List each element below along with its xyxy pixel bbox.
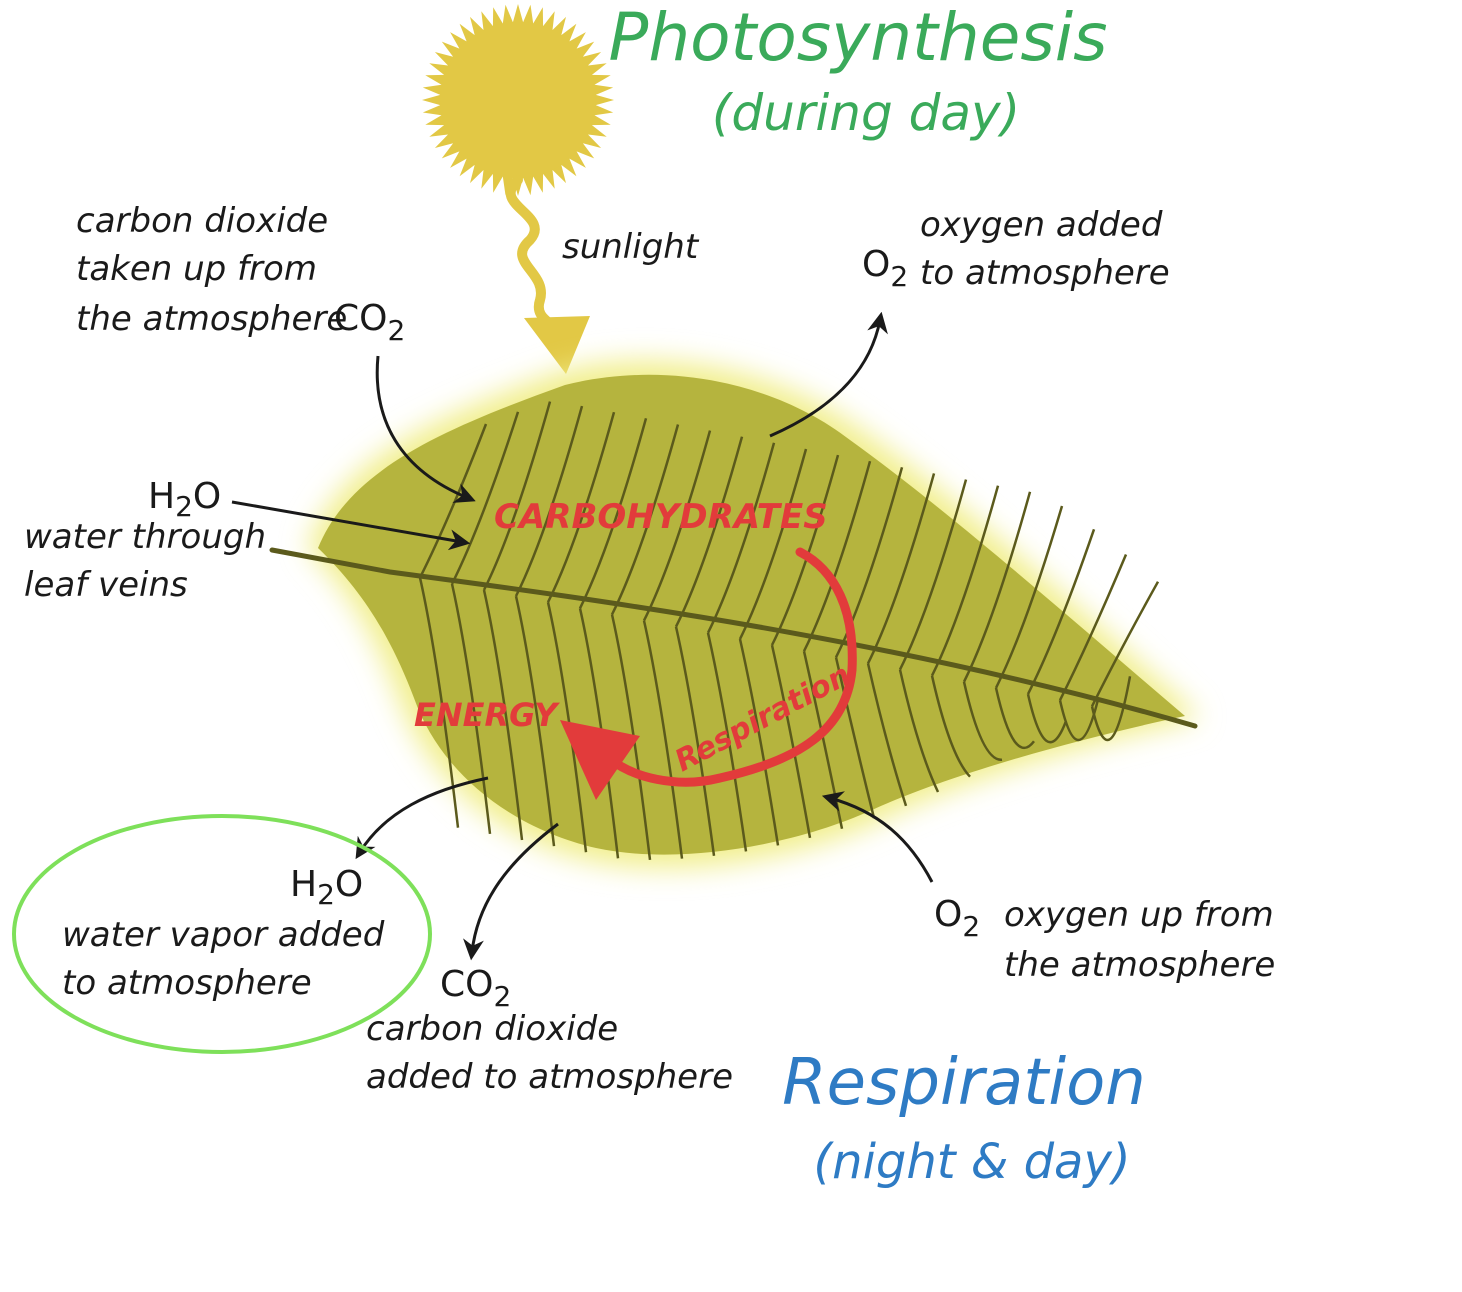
respiration-arrow [560, 547, 857, 800]
h2o-in-arrow [231, 500, 471, 551]
leaf-vein [962, 491, 1032, 683]
leaf-vein [1090, 581, 1160, 707]
co2-out-line1: carbon dioxide [366, 1009, 618, 1049]
leaf-vein [514, 595, 556, 847]
leaf-vein [482, 401, 552, 591]
o2-out-line2: to atmosphere [920, 253, 1170, 293]
o2-in-line2: the atmosphere [1004, 945, 1275, 985]
sunlight-label: sunlight [562, 227, 700, 267]
energy-label: ENERGY [414, 696, 560, 734]
co2-in-formula: CO2 [334, 298, 405, 347]
leaf-vein [674, 626, 716, 856]
co2-out-arrow [463, 822, 559, 961]
co2-in-line1: carbon dioxide [76, 201, 328, 241]
photosynthesis-title: Photosynthesis [609, 0, 1108, 76]
sun-icon [422, 4, 614, 196]
leaf-vein [1090, 676, 1132, 741]
leaf-vein [642, 430, 712, 622]
leaf-vein [610, 424, 680, 616]
o2-in-formula: O2 [934, 894, 980, 943]
co2-in-line2: taken up from [76, 249, 317, 289]
leaf-vein [866, 663, 908, 807]
o2-out-line1: oxygen added [920, 205, 1163, 245]
leaf-vein [1026, 693, 1068, 744]
leaf-vein [546, 601, 588, 853]
leaf-vein [418, 423, 488, 579]
respiration-subtitle: (night & day) [813, 1134, 1130, 1190]
h2o-out-line1: water vapor added [62, 915, 385, 955]
leaf-vein [642, 620, 684, 859]
leaf-vein [610, 614, 652, 861]
leaf-vein [962, 681, 1003, 761]
leaf-vein [674, 436, 744, 628]
leaf-vein [546, 411, 616, 603]
o2-in-arrow [821, 791, 934, 883]
leaf-vein [450, 411, 520, 585]
leaf-vein [738, 638, 780, 846]
leaf-vein [1058, 554, 1128, 701]
leaf-vein [450, 583, 492, 835]
leaf-vein [770, 644, 812, 839]
h2o-out-formula: H2O [290, 864, 363, 911]
o2-out-arrow [769, 311, 888, 438]
leaf-vein [994, 505, 1064, 689]
h2o-in-formula: H2O [148, 476, 221, 523]
leaf-vein [578, 608, 620, 859]
leaf-vein [994, 687, 1035, 749]
h2o-in-line1: water through [24, 517, 266, 557]
leaf-vein [482, 589, 524, 841]
h2o-out-line2: to atmosphere [62, 963, 312, 1003]
sunlight-arrow [505, 175, 590, 374]
leaf-vein [930, 675, 971, 778]
co2-out-line2: added to atmosphere [366, 1057, 733, 1097]
leaf-vein [834, 657, 876, 819]
leaf-vein [706, 632, 748, 852]
leaf-vein [898, 669, 940, 793]
o2-out-formula: O2 [862, 244, 908, 293]
o2-in-line1: oxygen up from [1004, 895, 1274, 935]
respiration-title: Respiration [782, 1046, 1146, 1120]
h2o-in-line2: leaf veins [24, 565, 188, 605]
photosynthesis-subtitle: (during day) [712, 84, 1020, 142]
co2-out-formula: CO2 [440, 964, 511, 1013]
leaf-vein [1026, 528, 1096, 695]
h2o-out-arrow [355, 776, 489, 860]
leaf-icon [269, 361, 1200, 868]
carbohydrates-label: CARBOHYDRATES [494, 497, 828, 537]
co2-in-line3: the atmosphere [76, 299, 347, 339]
leaf-vein [514, 405, 584, 597]
co2-in-arrow [375, 355, 476, 503]
leaf-vein [578, 417, 648, 609]
highlight-ellipse [12, 814, 432, 1054]
